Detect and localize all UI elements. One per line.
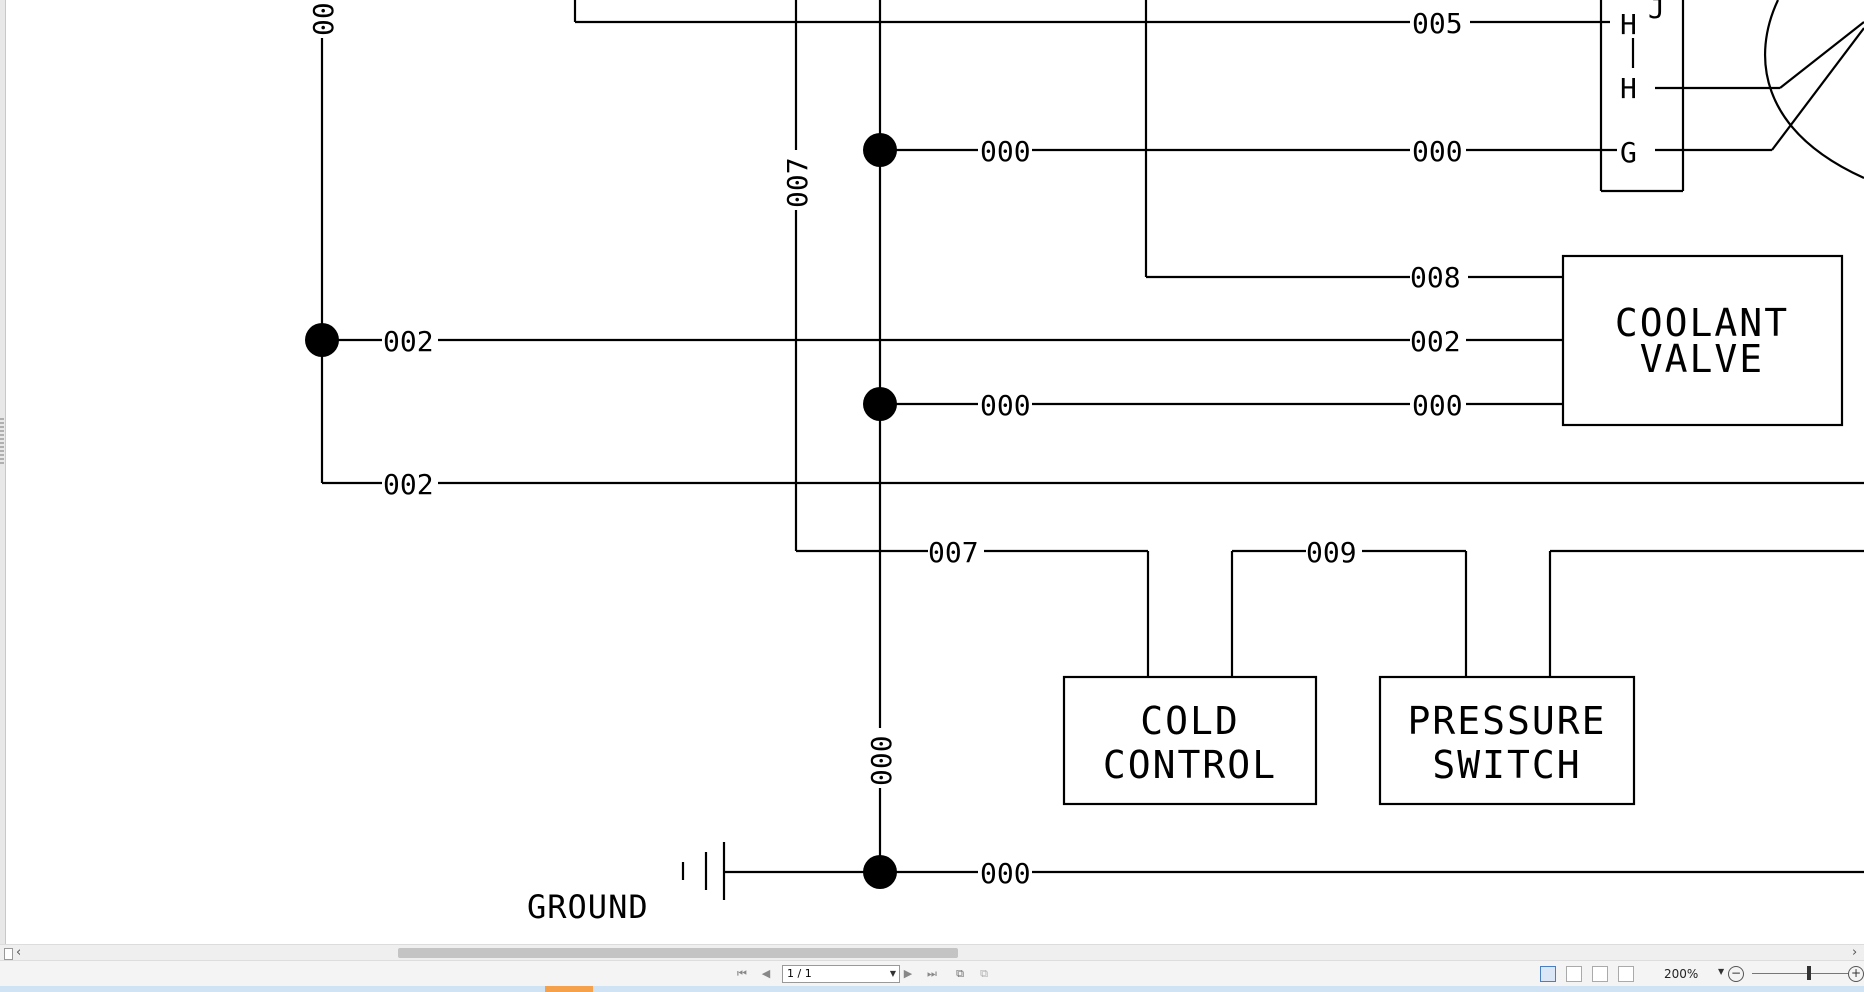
- wire-label-002-row5: 002: [383, 468, 434, 501]
- zoom-in-button[interactable]: +: [1848, 966, 1864, 982]
- page-number-field[interactable]: 1 / 1 ▼: [782, 965, 900, 983]
- wire-label-002-row3-left: 002: [383, 325, 434, 358]
- zoom-slider[interactable]: [1752, 973, 1848, 974]
- page-number-value: 1 / 1: [787, 967, 812, 980]
- connector-pin-h-mid: H: [1620, 72, 1637, 105]
- junction-dot-000-row4: [863, 387, 897, 421]
- page-dropdown-icon[interactable]: ▼: [889, 969, 896, 978]
- coolant-valve-label-line1: COOLANT: [1615, 301, 1789, 345]
- paste-page-icon[interactable]: ⧉: [980, 967, 988, 980]
- junction-dot-002: [305, 323, 339, 357]
- status-bar: ⏮ ◀ 1 / 1 ▼ ▶ ⏭ ⧉ ⧉ 200% ▼ − +: [0, 960, 1864, 987]
- next-page-icon[interactable]: ▶: [903, 967, 913, 980]
- horizontal-scrollbar[interactable]: ‹ ›: [0, 944, 1864, 961]
- zoom-out-button[interactable]: −: [1728, 966, 1744, 982]
- wire-label-007-row6: 007: [928, 536, 979, 569]
- coolant-valve-label-line2: VALVE: [1640, 337, 1764, 381]
- motor-symbol: [1763, 0, 1864, 180]
- wire-label-000-row4-right: 000: [1412, 389, 1463, 422]
- connector-pin-g: G: [1620, 136, 1637, 169]
- junction-dot-ground: [863, 855, 897, 889]
- panel-resize-grip[interactable]: [0, 418, 4, 464]
- connector-pin-h-top: H: [1620, 8, 1637, 41]
- wire-label-000-row1-right: 000: [1412, 135, 1463, 168]
- left-panel-gutter[interactable]: [0, 0, 6, 945]
- taskbar-strip: [0, 986, 1864, 992]
- pressure-switch-label-line1: PRESSURE: [1407, 699, 1606, 743]
- taskbar-active-item[interactable]: [545, 986, 593, 992]
- connector-block: [1599, 0, 1780, 193]
- panel-toggle-icon[interactable]: [4, 948, 13, 960]
- wire-label-007-vertical: 007: [781, 157, 814, 208]
- scroll-right-arrow[interactable]: ›: [1852, 945, 1858, 960]
- scroll-thumb[interactable]: [398, 948, 958, 958]
- coolant-valve-box: [1561, 254, 1844, 427]
- copy-page-icon[interactable]: ⧉: [956, 967, 964, 980]
- wire-label-000-ground: 000: [980, 857, 1031, 890]
- book-view-icon[interactable]: [1618, 966, 1634, 982]
- last-page-icon[interactable]: ⏭: [927, 967, 937, 980]
- previous-page-icon[interactable]: ◀: [761, 967, 771, 980]
- wire-label-000-row4-left: 000: [980, 389, 1031, 422]
- wire-label-005: 005: [1412, 7, 1463, 40]
- wire-label-008: 008: [1410, 261, 1461, 294]
- zoom-level[interactable]: 200%: [1664, 967, 1699, 981]
- pressure-switch-label-line2: SWITCH: [1432, 743, 1581, 787]
- cold-control-label-line1: COLD: [1140, 699, 1240, 743]
- wire-label-002-row3-right: 002: [1410, 325, 1461, 358]
- two-page-view-icon[interactable]: [1592, 966, 1608, 982]
- single-page-view-icon[interactable]: [1540, 966, 1556, 982]
- junction-dot-000-row1: [863, 133, 897, 167]
- wire-label-000-vertical: 000: [865, 735, 898, 786]
- pressure-switch-box: [1378, 675, 1636, 806]
- cold-control-box: [1062, 675, 1318, 806]
- continuous-view-icon[interactable]: [1566, 966, 1582, 982]
- zoom-slider-handle[interactable]: [1807, 966, 1811, 980]
- scroll-left-arrow[interactable]: ‹: [16, 945, 22, 960]
- wire-label-009: 009: [1306, 536, 1357, 569]
- cold-control-label-line2: CONTROL: [1103, 743, 1277, 787]
- connector-pin-j: J: [1648, 0, 1665, 25]
- ground-symbol: [681, 842, 726, 900]
- first-page-icon[interactable]: ⏮: [737, 967, 747, 980]
- wire-label-000-row1-left: 000: [980, 135, 1031, 168]
- wire-label-top-vertical: 00: [307, 2, 340, 36]
- ground-label: GROUND: [527, 888, 649, 926]
- wiring-diagram-canvas: 005 00 007 000 008 000 000 002 002 00: [305, 0, 1864, 926]
- zoom-dropdown-icon[interactable]: ▼: [1718, 967, 1725, 976]
